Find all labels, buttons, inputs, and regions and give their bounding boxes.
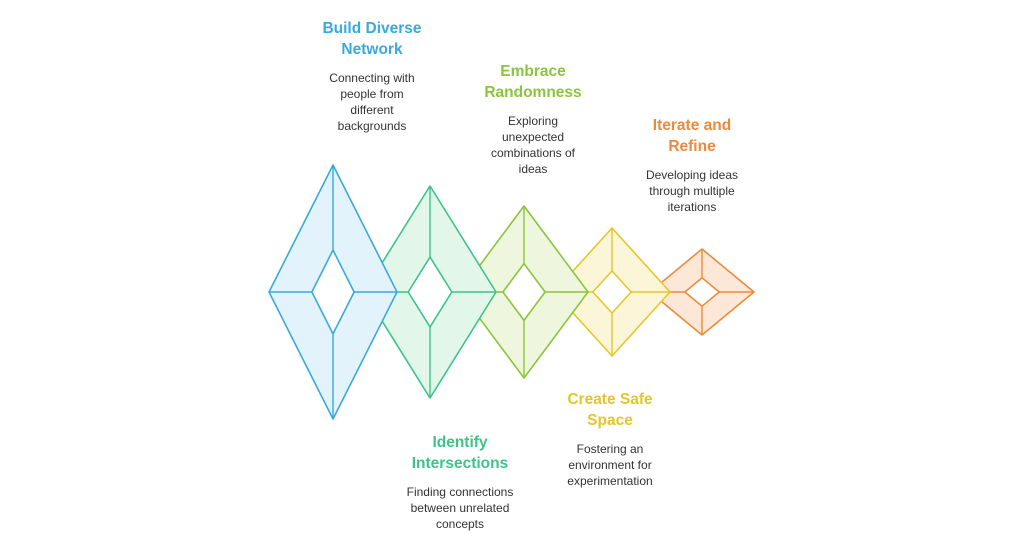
step-2-label: Identify Intersections Finding connectio…	[385, 432, 535, 532]
step-1-description: Connecting with people from different ba…	[329, 71, 415, 133]
step-3-title: Embrace Randomness	[484, 63, 582, 101]
step-5-label: Iterate and Refine Developing ideas thro…	[612, 115, 772, 215]
step-1-label: Build Diverse Network Connecting with pe…	[292, 18, 452, 134]
step-3-label: Embrace Randomness Exploring unexpected …	[458, 61, 608, 177]
step-5-title: Iterate and Refine	[652, 117, 732, 155]
step-1-title: Build Diverse Network	[322, 20, 422, 58]
step-4-title: Create Safe Space	[567, 391, 653, 429]
diamond-chain	[268, 164, 755, 420]
step-4-description: Fostering an environment for experimenta…	[567, 442, 653, 488]
step-5-description: Developing ideas through multiple iterat…	[645, 168, 739, 214]
step-5-diamond	[649, 248, 755, 336]
step-3-diamond	[459, 205, 589, 379]
step-2-diamond	[363, 185, 497, 399]
step-2-description: Finding connections between unrelated co…	[406, 485, 514, 531]
step-2-title: Identify Intersections	[411, 434, 509, 472]
step-1-diamond	[268, 164, 398, 420]
step-3-description: Exploring unexpected combinations of ide…	[490, 114, 576, 176]
step-4-label: Create Safe Space Fostering an environme…	[535, 389, 685, 489]
